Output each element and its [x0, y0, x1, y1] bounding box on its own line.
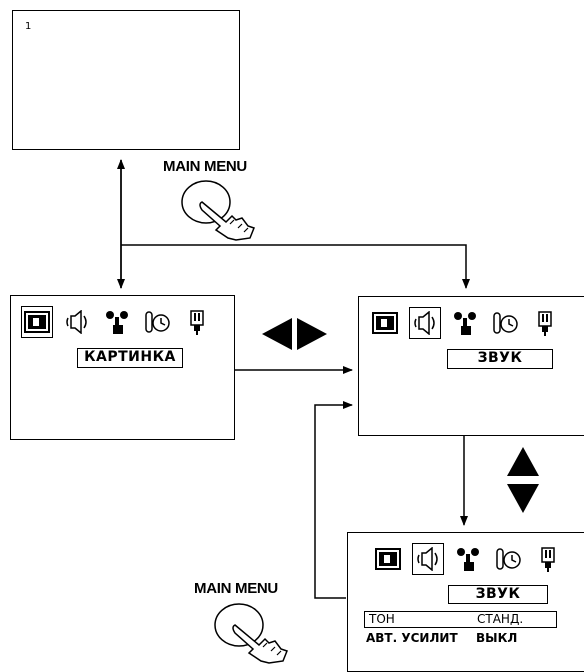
clock-icon [493, 312, 518, 334]
hand-pointer-icon [457, 548, 479, 571]
tab-features[interactable] [449, 307, 481, 339]
tab-sound[interactable] [61, 306, 93, 338]
tab-features[interactable] [452, 543, 484, 575]
tab-timer[interactable] [492, 543, 524, 575]
tv-picture-icon [375, 548, 401, 570]
setting-value: ВЫКЛ [476, 631, 518, 645]
speaker-icon [417, 547, 438, 571]
tv-screen-sound-menu: ЗВУК [358, 296, 584, 436]
menu-tab-bar [372, 543, 564, 575]
finger-pressing-button-icon [181, 180, 255, 241]
tv-screen-sound-submenu: ЗВУК ТОН СТАНД. АВТ. УСИЛИТ ВЫКЛ [347, 532, 584, 672]
tab-timer[interactable] [489, 307, 521, 339]
menu-title: ЗВУК [448, 585, 548, 604]
tab-picture[interactable] [372, 543, 404, 575]
tv-picture-icon [24, 311, 50, 333]
setting-row-auto-gain[interactable]: АВТ. УСИЛИТ ВЫКЛ [366, 631, 517, 645]
setting-row-tone[interactable]: ТОН СТАНД. [364, 611, 557, 628]
arrow-to-sound-screen [121, 244, 470, 289]
tv-picture-icon [372, 312, 398, 334]
up-down-triangles-icon [507, 447, 539, 513]
screen-number: 1 [25, 21, 32, 32]
setting-name: ТОН [369, 612, 395, 626]
main-menu-label: MAIN MENU [163, 158, 247, 175]
setting-name: АВТ. УСИЛИТ [366, 631, 458, 645]
speaker-icon [414, 311, 435, 335]
left-right-triangles-icon [262, 318, 327, 350]
main-menu-label: MAIN MENU [194, 580, 278, 597]
tab-timer[interactable] [141, 306, 173, 338]
tab-sound[interactable] [412, 543, 444, 575]
tab-sound[interactable] [409, 307, 441, 339]
tab-features[interactable] [101, 306, 133, 338]
tv-screen-picture-menu: КАРТИНКА [10, 295, 235, 440]
menu-tab-bar [369, 307, 561, 339]
clock-icon [496, 548, 521, 570]
tab-setup[interactable] [181, 306, 213, 338]
menu-title: КАРТИНКА [77, 348, 183, 368]
menu-tab-bar [21, 306, 213, 338]
finger-pressing-button-icon [214, 603, 288, 664]
setting-value: СТАНД. [477, 612, 524, 626]
tab-setup[interactable] [532, 543, 564, 575]
hand-pointer-icon [106, 311, 128, 334]
tab-setup[interactable] [529, 307, 561, 339]
plug-icon [541, 547, 555, 572]
tab-picture[interactable] [369, 307, 401, 339]
tab-picture[interactable] [21, 306, 53, 338]
menu-title: ЗВУК [447, 349, 553, 369]
plug-icon [538, 311, 552, 336]
arrow-back-to-sound [314, 401, 353, 599]
speaker-icon [66, 310, 87, 334]
tv-screen-blank: 1 [12, 10, 240, 150]
hand-pointer-icon [454, 312, 476, 335]
clock-icon [145, 311, 170, 333]
plug-icon [190, 310, 204, 335]
